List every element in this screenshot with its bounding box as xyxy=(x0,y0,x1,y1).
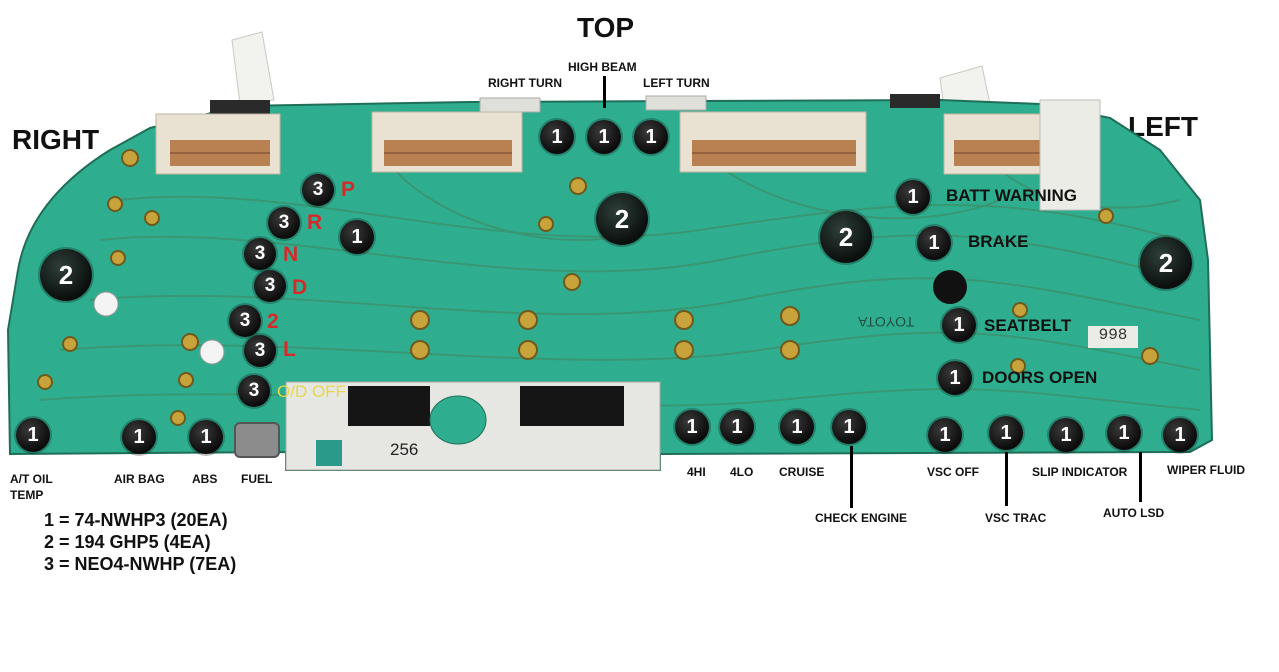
leader-check-engine xyxy=(850,446,853,508)
label-seatbelt: SEATBELT xyxy=(984,316,1072,335)
housing-tab-left xyxy=(231,31,275,105)
label-doors-open: DOORS OPEN xyxy=(982,368,1098,387)
display-tab xyxy=(316,440,342,466)
bulb-vsc-trac: 1 xyxy=(989,416,1023,450)
posts xyxy=(93,291,225,365)
legend-type2: 2 = 194 GHP5 (4EA) xyxy=(44,532,211,552)
board-998-marking: 998 xyxy=(1088,326,1138,348)
label-4lo: 4LO xyxy=(730,465,754,479)
od-off-label: O/D OFF xyxy=(277,382,346,401)
bulb-center-upper-left: 1 xyxy=(340,220,374,254)
fuel-socket xyxy=(234,422,280,458)
bulb-high-beam: 1 xyxy=(587,120,621,154)
label-vsc-trac: VSC TRAC xyxy=(985,511,1047,525)
screws xyxy=(37,149,1159,426)
top-heading: TOP xyxy=(577,12,635,43)
board-code-256: 256 xyxy=(390,440,419,459)
leader-vsc-trac xyxy=(1005,452,1008,506)
bulb-brake: 1 xyxy=(917,226,951,260)
display-block-right xyxy=(520,386,624,426)
label-brake: BRAKE xyxy=(968,232,1029,251)
bulb-type2-left-gauge: 2 xyxy=(40,249,92,301)
gear-letter-2: 2 xyxy=(267,310,279,333)
board-toyota-marking: TOYOTA xyxy=(858,314,915,330)
bulb-doors-open: 1 xyxy=(938,361,972,395)
bulb-od-off: 3 xyxy=(238,375,270,407)
gear-letter-r: R xyxy=(307,211,323,234)
bulb-batt-warning: 1 xyxy=(896,180,930,214)
bulb-4lo: 1 xyxy=(720,410,754,444)
bulb-type2-right-gauge: 2 xyxy=(1140,237,1192,289)
label-4hi: 4HI xyxy=(687,465,706,479)
bulb-type2-center-right: 2 xyxy=(820,211,872,263)
bulb-gear-l: 3 xyxy=(244,335,276,367)
label-air-bag: AIR BAG xyxy=(114,472,165,486)
bulb-slip-indicator: 1 xyxy=(1049,418,1083,452)
bulb-right-turn: 1 xyxy=(540,120,574,154)
empty-socket xyxy=(933,270,967,304)
bulb-gear-p: 3 xyxy=(302,174,334,206)
gauge-connectors xyxy=(210,94,940,116)
label-left-turn: LEFT TURN xyxy=(643,76,710,90)
label-batt-warning: BATT WARNING xyxy=(946,186,1077,205)
label-auto-lsd: AUTO LSD xyxy=(1103,506,1165,520)
side-panel xyxy=(1039,99,1101,211)
label-abs: ABS xyxy=(192,472,218,486)
gear-letter-p: P xyxy=(341,178,356,201)
label-check-engine: CHECK ENGINE xyxy=(815,511,908,525)
label-at-oil-temp-line1: A/T OIL xyxy=(10,472,53,486)
label-wiper-fluid: WIPER FLUID xyxy=(1167,463,1245,477)
label-right-turn: RIGHT TURN xyxy=(488,76,562,90)
leader-high-beam xyxy=(603,76,606,108)
right-heading: RIGHT xyxy=(12,124,100,155)
gear-letter-n: N xyxy=(283,243,299,266)
bulb-gear-n: 3 xyxy=(244,238,276,270)
bulb-abs: 1 xyxy=(189,420,223,454)
display-block-left xyxy=(348,386,430,426)
label-high-beam: HIGH BEAM xyxy=(568,60,637,74)
label-cruise: CRUISE xyxy=(779,465,825,479)
bulb-gear-2: 3 xyxy=(229,305,261,337)
bulb-seatbelt: 1 xyxy=(942,308,976,342)
display-center xyxy=(429,395,487,445)
label-vsc-off: VSC OFF xyxy=(927,465,980,479)
gear-letter-l: L xyxy=(283,338,296,361)
bulb-auto-lsd: 1 xyxy=(1107,416,1141,450)
leader-auto-lsd xyxy=(1139,452,1142,502)
legend-type1: 1 = 74-NWHP3 (20EA) xyxy=(44,510,228,530)
gear-letter-d: D xyxy=(292,276,308,299)
label-slip-indicator: SLIP INDICATOR xyxy=(1032,465,1128,479)
bulb-gear-d: 3 xyxy=(254,270,286,302)
bulb-air-bag: 1 xyxy=(122,420,156,454)
bulb-gear-r: 3 xyxy=(268,207,300,239)
bulb-vsc-off: 1 xyxy=(928,418,962,452)
bulb-type2-center-left: 2 xyxy=(596,193,648,245)
bulb-at-oil-temp: 1 xyxy=(16,418,50,452)
legend-type3: 3 = NEO4-NWHP (7EA) xyxy=(44,554,237,574)
bulb-left-turn: 1 xyxy=(634,120,668,154)
label-fuel: FUEL xyxy=(241,472,273,486)
bulb-wiper-fluid: 1 xyxy=(1163,418,1197,452)
bulb-check-engine: 1 xyxy=(832,410,866,444)
edge-connectors xyxy=(155,111,1097,175)
bulb-4hi: 1 xyxy=(675,410,709,444)
bulb-cruise: 1 xyxy=(780,410,814,444)
label-at-oil-temp-line2: TEMP xyxy=(10,488,44,502)
